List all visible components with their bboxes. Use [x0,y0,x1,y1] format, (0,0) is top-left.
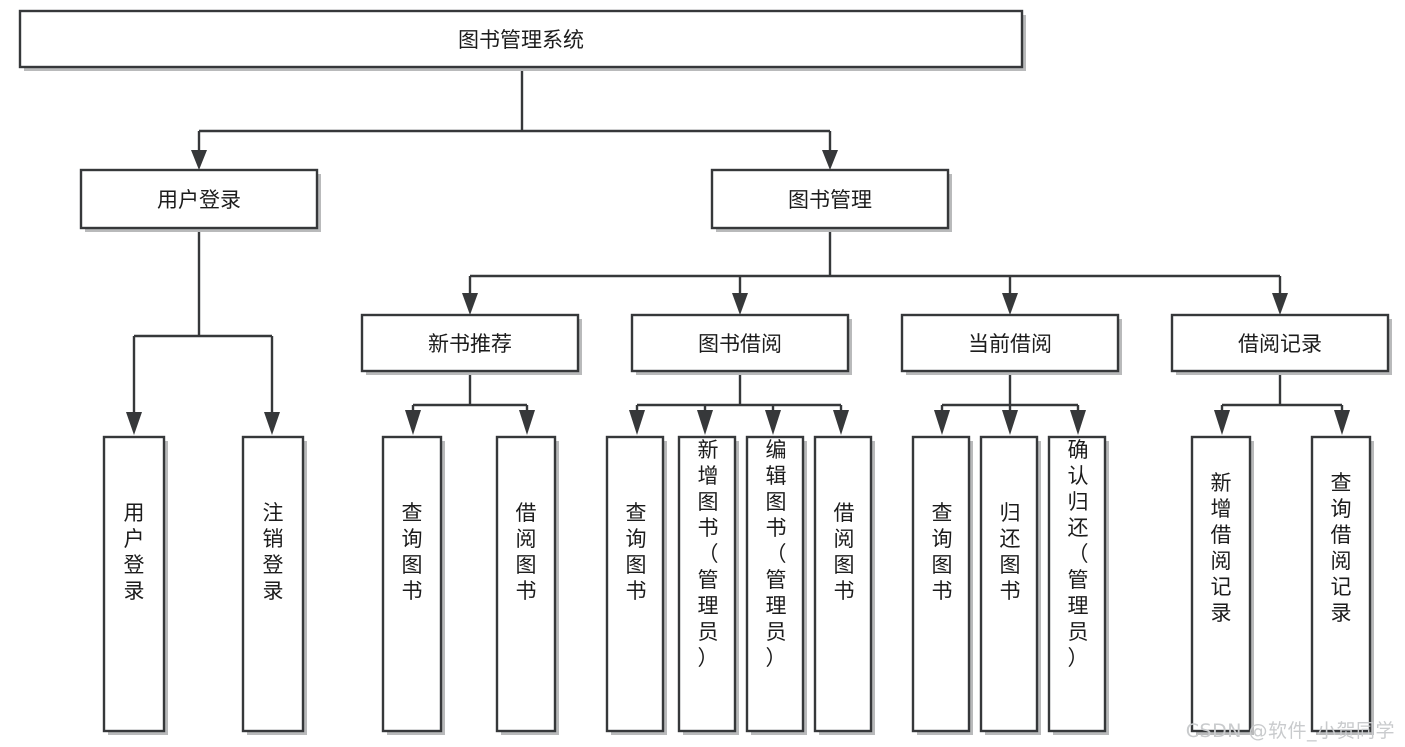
arrow-book-manage-to-borrow [732,293,748,315]
arrow-borrow-to-leaf2 [697,410,713,435]
node-book-borrow[interactable]: 图书借阅 [630,313,852,375]
node-leaf-return-book[interactable]: 归还图书 [979,435,1041,735]
node-book-manage-label: 图书管理 [788,188,872,212]
node-leaf-confirm-return[interactable]: 确认归还（管理员） [1047,435,1109,735]
node-leaf-user-logout-label: 注销登录 [263,501,284,603]
arrow-user-login-to-leaf1 [126,412,142,435]
edges-layer [126,69,1350,435]
node-leaf-return-book-box [979,435,1039,733]
node-leaf-query-book-1[interactable]: 查询图书 [381,435,445,735]
node-leaf-user-logout[interactable]: 注销登录 [241,435,307,735]
node-leaf-user-login-label: 用户登录 [124,501,145,603]
arrow-book-manage-to-record [1272,293,1288,315]
node-leaf-query-book-1-box [381,435,443,733]
node-leaf-query-book-3-box [911,435,971,733]
node-leaf-add-book[interactable]: 新增图书（管理员） [677,435,739,735]
node-current-borrow-box [900,313,1120,373]
node-leaf-borrow-book-2[interactable]: 借阅图书 [813,435,875,735]
node-book-manage[interactable]: 图书管理 [710,168,952,232]
node-root-box [18,9,1024,69]
node-leaf-borrow-book-1-label: 借阅图书 [516,501,537,603]
node-leaf-query-record-label: 查询借阅记录 [1331,471,1352,625]
node-leaf-confirm-return-label: 确认归还（管理员） [1068,438,1089,670]
node-leaf-query-record-box [1310,435,1372,733]
node-user-login-box [79,168,319,230]
arrow-book-manage-to-current [1002,293,1018,315]
node-leaf-edit-book-label: 编辑图书（管理员） [766,438,787,670]
node-leaf-add-record-label: 新增借阅记录 [1211,471,1232,625]
node-current-borrow[interactable]: 当前借阅 [900,313,1122,375]
node-leaf-edit-book-box [745,435,805,733]
node-leaf-add-record-box [1190,435,1252,733]
node-new-book-recommend-label: 新书推荐 [428,332,512,356]
node-leaf-query-book-3-label: 查询图书 [932,501,953,603]
node-leaf-edit-book[interactable]: 编辑图书（管理员） [745,435,807,735]
arrow-recommend-to-leaf2 [519,410,535,435]
arrow-current-to-leaf1 [934,410,950,435]
node-leaf-query-book-2-label: 查询图书 [626,501,647,603]
node-leaf-borrow-book-2-label: 借阅图书 [834,501,855,603]
node-book-borrow-box [630,313,850,373]
node-leaf-user-logout-box [241,435,305,733]
node-leaf-add-book-box [677,435,737,733]
node-leaf-add-record[interactable]: 新增借阅记录 [1190,435,1254,735]
arrow-root-to-book-manage [822,150,838,170]
node-leaf-query-book-3[interactable]: 查询图书 [911,435,973,735]
node-leaf-confirm-return-box [1047,435,1107,733]
node-leaf-add-book-label: 新增图书（管理员） [698,438,719,670]
node-borrow-record-label: 借阅记录 [1238,332,1322,356]
node-borrow-record-box [1170,313,1390,373]
arrow-user-login-to-leaf2 [264,412,280,435]
node-user-login[interactable]: 用户登录 [79,168,321,232]
arrow-borrow-to-leaf4 [833,410,849,435]
node-leaf-query-book-1-label: 查询图书 [402,501,423,603]
node-leaf-user-login[interactable]: 用户登录 [102,435,168,735]
node-leaf-borrow-book-1-box [495,435,557,733]
node-leaf-query-book-2-box [605,435,665,733]
node-leaf-borrow-book-1[interactable]: 借阅图书 [495,435,559,735]
node-root-label: 图书管理系统 [458,28,584,52]
arrow-record-to-leaf1 [1214,410,1230,435]
node-leaf-user-login-box [102,435,166,733]
csdn-watermark: CSDN @软件_小贺同学 [1185,720,1395,742]
arrow-root-to-user-login [191,150,207,170]
node-leaf-query-book-2[interactable]: 查询图书 [605,435,667,735]
node-new-book-recommend[interactable]: 新书推荐 [360,313,582,375]
node-leaf-borrow-book-2-box [813,435,873,733]
node-book-borrow-label: 图书借阅 [698,332,782,356]
arrow-book-manage-to-recommend [462,293,478,315]
arrow-recommend-to-leaf1 [405,410,421,435]
node-new-book-recommend-box [360,313,580,373]
node-root[interactable]: 图书管理系统 [18,9,1026,71]
arrow-borrow-to-leaf3 [765,410,781,435]
arrow-borrow-to-leaf1 [629,410,645,435]
arrow-record-to-leaf2 [1334,410,1350,435]
node-book-manage-box [710,168,950,230]
node-user-login-label: 用户登录 [157,188,241,212]
node-leaf-query-record[interactable]: 查询借阅记录 [1310,435,1374,735]
node-leaf-return-book-label: 归还图书 [1000,501,1021,603]
arrow-current-to-leaf3 [1070,410,1086,435]
arrow-current-to-leaf2 [1002,410,1018,435]
node-borrow-record[interactable]: 借阅记录 [1170,313,1392,375]
node-current-borrow-label: 当前借阅 [968,332,1052,356]
